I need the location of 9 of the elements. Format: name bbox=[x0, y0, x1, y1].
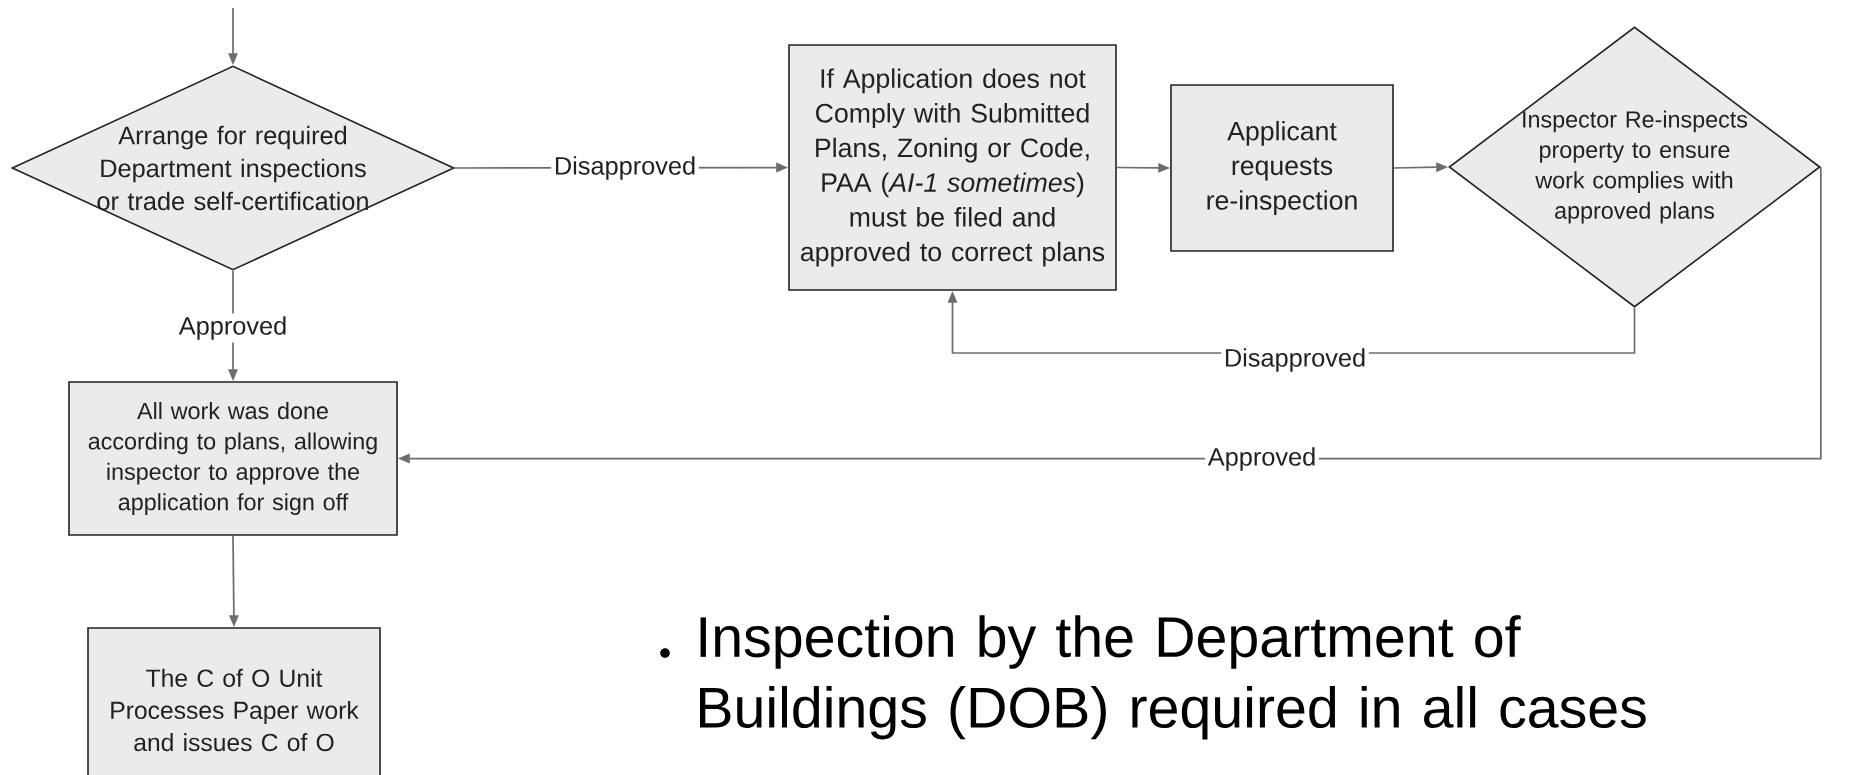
process-box: All work was done according to plans, allowing inspector to approve the application for sign off bbox=[68, 381, 398, 536]
edge-label: Approved bbox=[176, 313, 290, 343]
bullet-text: Inspection by the Department of Buildings (DOB) required in all cases bbox=[660, 615, 1646, 740]
edge-label: Disapproved bbox=[1221, 345, 1369, 375]
edge-label: Disapproved bbox=[551, 153, 699, 183]
process-box: Applicant requests re-inspection bbox=[1170, 84, 1394, 252]
process-box: The C of O Unit Processes Paper work and issues C of O bbox=[87, 627, 381, 775]
edge-label: Approved bbox=[1205, 444, 1319, 474]
process-box: If Application does not Comply with Submitted Plans, Zoning or Code, PAA (AI-1 sometimes) must be filed and approved to correct plans bbox=[788, 44, 1117, 291]
